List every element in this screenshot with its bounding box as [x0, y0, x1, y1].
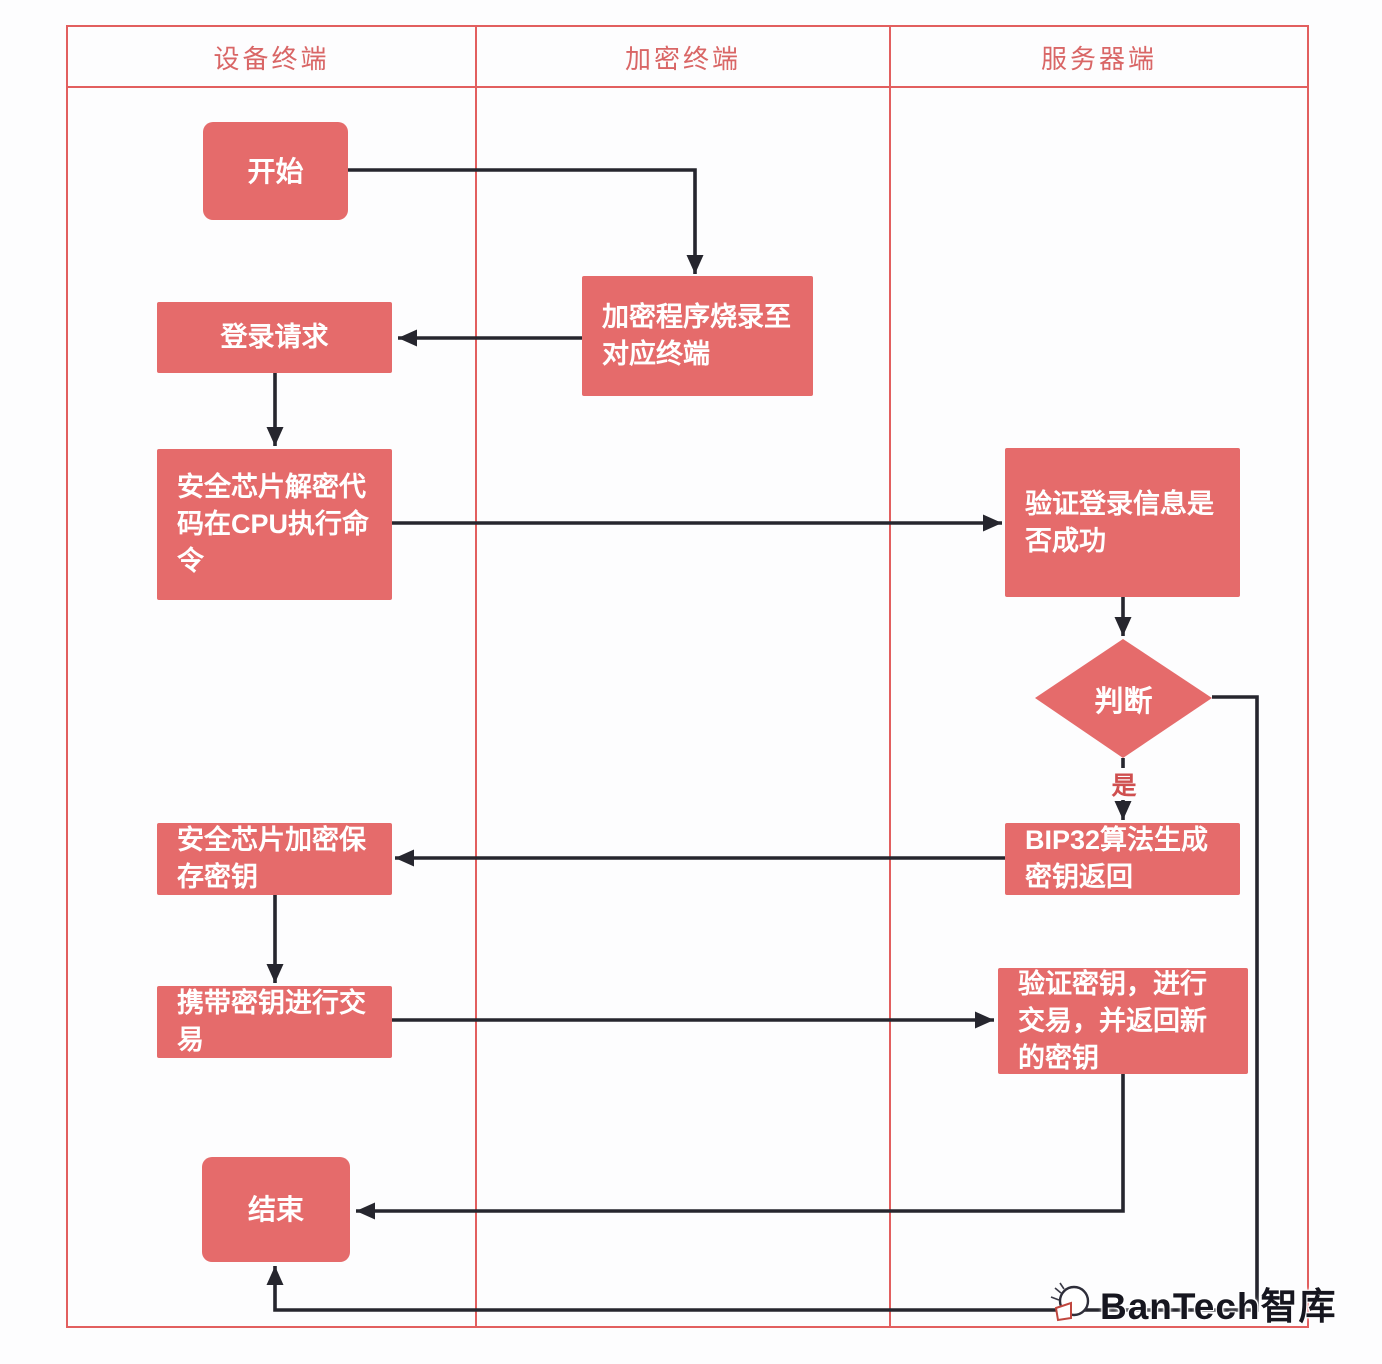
swimlane-outer-border — [66, 25, 1309, 1328]
node-judge-label: 判断 — [1094, 685, 1153, 718]
node-login-request-label: 登录请求 — [220, 322, 329, 352]
lane-header-server-side: 服务器端 — [1040, 43, 1157, 74]
node-bip32-generate: BIP32算法生成密钥返回 — [1005, 823, 1240, 895]
node-burn-program-label: 加密程序烧录至对应终端 — [602, 302, 791, 369]
edge-label-yes: 是 — [1103, 768, 1145, 800]
watermark: BanTech智库 — [1046, 1276, 1337, 1330]
edge-judge-loop-to-end — [266, 695, 1259, 1312]
node-verify-key-trade: 验证密钥，进行交易，并返回新的密钥 — [998, 968, 1248, 1074]
node-burn-program: 加密程序烧录至对应终端 — [582, 276, 813, 396]
node-verify-key-trade-label: 验证密钥，进行交易，并返回新的密钥 — [1018, 968, 1207, 1073]
node-start: 开始 — [203, 122, 348, 220]
watermark-text: BanTech智库 — [1100, 1286, 1337, 1327]
node-chip-encrypt-save-label: 安全芯片加密保存密钥 — [177, 825, 366, 892]
megaphone-icon — [1050, 1282, 1090, 1322]
node-chip-encrypt-save: 安全芯片加密保存密钥 — [157, 823, 392, 895]
node-verify-login-label: 验证登录信息是否成功 — [1025, 488, 1214, 556]
edge-start-to-burn-program — [348, 168, 704, 274]
edge-verify-key-to-end — [356, 1073, 1125, 1220]
node-start-label: 开始 — [247, 155, 304, 187]
node-end: 结束 — [202, 1157, 350, 1262]
node-bip32-generate-label: BIP32算法生成密钥返回 — [1025, 825, 1209, 892]
lane-header-encrypt-terminal: 加密终端 — [624, 43, 741, 74]
lane-header-device-terminal: 设备终端 — [213, 43, 330, 74]
node-judge-diamond-shape — [1035, 639, 1212, 758]
node-chip-decrypt: 安全芯片解密代码在CPU执行命令 — [157, 449, 392, 600]
node-carry-key-trade-label: 携带密钥进行交易 — [177, 988, 366, 1055]
node-login-request: 登录请求 — [157, 302, 392, 373]
node-verify-login: 验证登录信息是否成功 — [1005, 448, 1240, 597]
node-carry-key-trade: 携带密钥进行交易 — [157, 986, 392, 1058]
node-end-label: 结束 — [247, 1194, 304, 1225]
node-chip-decrypt-label: 安全芯片解密代码在CPU执行命令 — [177, 472, 370, 576]
